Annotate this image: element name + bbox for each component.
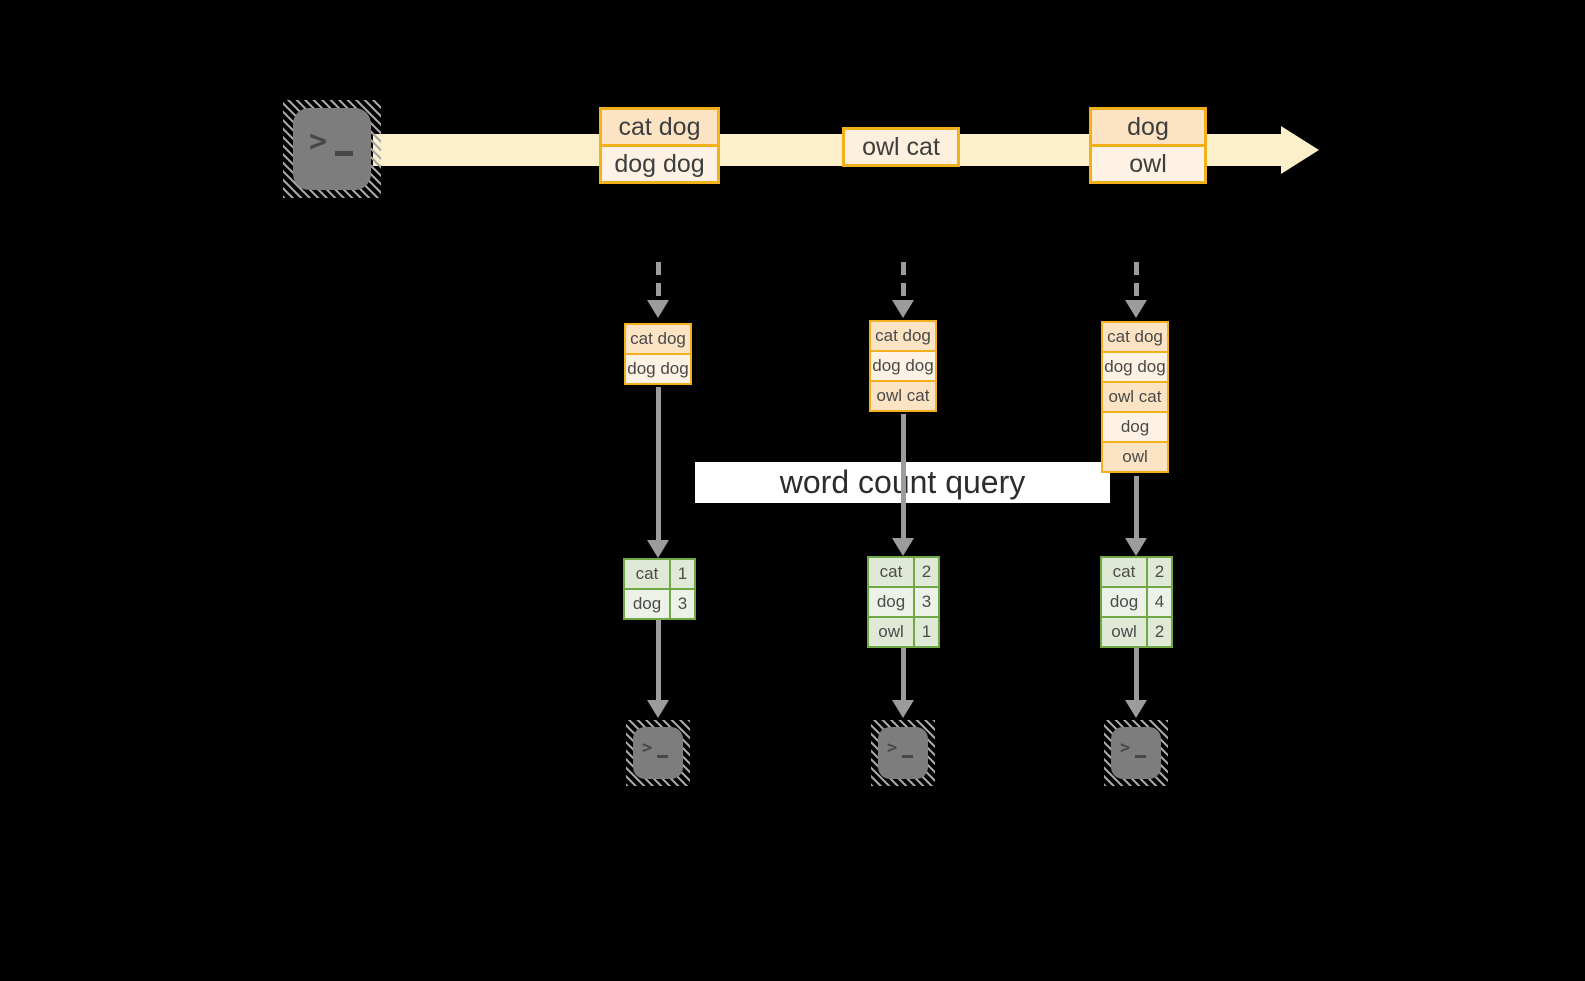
terminal-prompt-icon: >: [878, 738, 914, 763]
count-cell: 3: [913, 588, 938, 616]
word-cell: cat: [1102, 558, 1146, 586]
table-row: dog 3: [869, 586, 938, 616]
terminal-icon: >: [293, 108, 371, 190]
event-line: dog dog: [602, 144, 717, 181]
count-cell: 2: [1146, 558, 1171, 586]
event-line: cat dog: [602, 110, 717, 144]
buffer-row: dog: [1103, 411, 1167, 441]
buffer-stack-1: cat dog dog dog: [624, 323, 692, 385]
count-table-3: cat 2 dog 4 owl 2: [1100, 556, 1173, 648]
terminal-sink-icon-2: >: [871, 720, 935, 786]
terminal-icon: >: [633, 727, 683, 779]
stream-event-box-1: cat dog dog dog: [599, 107, 720, 184]
buffer-row: owl cat: [1103, 381, 1167, 411]
count-table-2: cat 2 dog 3 owl 1: [867, 556, 940, 648]
prompt-chevron-icon: >: [309, 123, 328, 159]
word-cell: cat: [869, 558, 913, 586]
count-cell: 2: [913, 558, 938, 586]
buffer-stack-2: cat dog dog dog owl cat: [869, 320, 937, 412]
buffer-row: dog dog: [871, 350, 935, 380]
table-row: owl 1: [869, 616, 938, 646]
prompt-chevron-icon: >: [1120, 738, 1131, 758]
buffer-row: dog dog: [1103, 351, 1167, 381]
word-cell: cat: [625, 560, 669, 588]
count-cell: 4: [1146, 588, 1171, 616]
terminal-prompt-icon: >: [1111, 738, 1147, 763]
count-cell: 2: [1146, 618, 1171, 646]
table-row: owl 2: [1102, 616, 1171, 646]
stream-event-box-2: owl cat: [842, 127, 960, 167]
word-cell: dog: [625, 590, 669, 618]
word-cell: owl: [869, 618, 913, 646]
buffer-row: cat dog: [871, 322, 935, 350]
table-row: cat 1: [625, 560, 694, 588]
table-row: cat 2: [869, 558, 938, 586]
count-table-1: cat 1 dog 3: [623, 558, 696, 620]
stream-timeline-arrowhead: [1281, 126, 1319, 174]
table-row: dog 4: [1102, 586, 1171, 616]
word-cell: dog: [1102, 588, 1146, 616]
buffer-row: cat dog: [626, 325, 690, 353]
prompt-underscore-icon: [335, 150, 354, 156]
buffer-row: cat dog: [1103, 323, 1167, 351]
buffer-row: owl cat: [871, 380, 935, 410]
buffer-row: dog dog: [626, 353, 690, 383]
terminal-sink-icon-1: >: [626, 720, 690, 786]
terminal-icon: >: [878, 727, 928, 779]
prompt-underscore-icon: [902, 754, 914, 758]
buffer-row: owl: [1103, 441, 1167, 471]
word-cell: dog: [869, 588, 913, 616]
prompt-chevron-icon: >: [642, 738, 653, 758]
table-row: dog 3: [625, 588, 694, 618]
terminal-icon: >: [1111, 727, 1161, 779]
terminal-prompt-icon: >: [633, 738, 669, 763]
table-row: cat 2: [1102, 558, 1171, 586]
stream-event-box-3: dog owl: [1089, 107, 1207, 184]
prompt-chevron-icon: >: [887, 738, 898, 758]
count-cell: 3: [669, 590, 694, 618]
count-cell: 1: [669, 560, 694, 588]
terminal-source-icon: >: [283, 100, 381, 198]
event-line: owl: [1092, 144, 1204, 181]
word-cell: owl: [1102, 618, 1146, 646]
buffer-stack-3: cat dog dog dog owl cat dog owl: [1101, 321, 1169, 473]
prompt-underscore-icon: [1135, 754, 1147, 758]
prompt-underscore-icon: [657, 754, 669, 758]
terminal-sink-icon-3: >: [1104, 720, 1168, 786]
event-line: owl cat: [845, 130, 957, 164]
terminal-prompt-icon: >: [293, 124, 354, 167]
event-line: dog: [1092, 110, 1204, 144]
count-cell: 1: [913, 618, 938, 646]
